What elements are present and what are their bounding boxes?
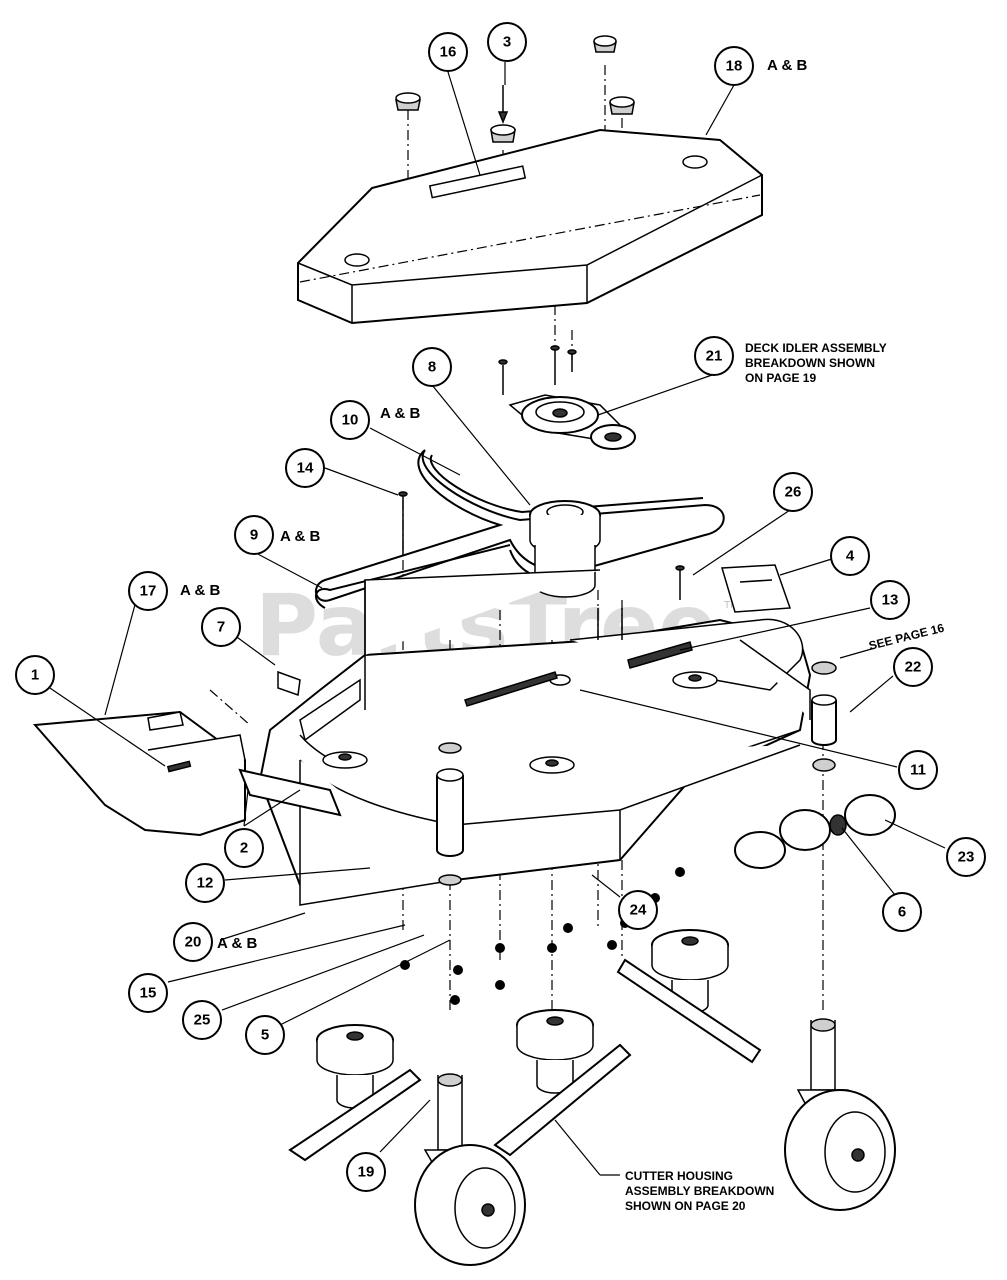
pivot-tubes (436, 661, 837, 886)
callout-18: 18 A & B (714, 46, 807, 86)
hardware-dots (400, 867, 685, 1005)
callout-5-label: 5 (261, 1027, 269, 1044)
callout-3-label: 3 (503, 34, 511, 51)
callout-17-suffix: A & B (180, 582, 220, 599)
bolts (398, 491, 685, 640)
callout-14: 14 (285, 448, 325, 488)
callout-20-label: 20 (185, 934, 202, 951)
callout-10: 10 A & B (330, 400, 420, 440)
callout-19-label: 19 (358, 1164, 375, 1181)
callout-1: 1 (15, 655, 55, 695)
bracket (277, 670, 301, 697)
callout-8: 8 (412, 347, 452, 387)
callout-3: 3 (487, 22, 527, 62)
callout-9-label: 9 (250, 527, 258, 544)
callout-24: 24 (618, 890, 658, 930)
callout-15-label: 15 (140, 985, 157, 1002)
callout-2: 2 (224, 828, 264, 868)
note-cutter-housing-line-2: ASSEMBLY BREAKDOWN (625, 1184, 774, 1198)
note-deck-idler: DECK IDLER ASSEMBLY BREAKDOWN SHOWN ON P… (745, 341, 887, 385)
callout-26: 26 (773, 472, 813, 512)
callout-19: 19 (346, 1152, 386, 1192)
callout-12: 12 (185, 863, 225, 903)
caster-wheel-left (414, 1073, 526, 1266)
note-cutter-housing-line-3: SHOWN ON PAGE 20 (625, 1199, 746, 1213)
callout-17-label: 17 (140, 583, 157, 600)
callout-16: 16 (428, 32, 468, 72)
callout-2-label: 2 (240, 840, 248, 857)
callout-9: 9 A & B (234, 515, 320, 555)
callout-21-label: 21 (706, 348, 723, 365)
discharge-chute (32, 710, 246, 837)
note-deck-idler-line-1: DECK IDLER ASSEMBLY (745, 341, 887, 355)
callout-21: 21 (694, 336, 734, 376)
decal (721, 564, 792, 613)
callout-10-suffix: A & B (380, 405, 420, 422)
callout-6-label: 6 (898, 904, 906, 921)
caster-wheel-right (784, 1018, 896, 1211)
callout-4-label: 4 (846, 548, 855, 565)
deck-idler-assembly (498, 345, 636, 450)
callout-25-label: 25 (194, 1012, 211, 1029)
callout-16-label: 16 (440, 44, 457, 61)
callout-7: 7 (201, 607, 241, 647)
callout-11: 11 (898, 750, 938, 790)
callout-7-label: 7 (217, 619, 225, 636)
callout-22: 22 (893, 647, 933, 687)
callout-12-label: 12 (197, 875, 214, 892)
callout-22-label: 22 (905, 659, 922, 676)
callout-25: 25 (182, 1000, 222, 1040)
callout-20: 20 A & B (173, 922, 257, 962)
callout-10-label: 10 (342, 412, 359, 429)
callout-15: 15 (128, 973, 168, 1013)
callout-13: 13 (870, 580, 910, 620)
callout-23: 23 (946, 837, 986, 877)
callout-11-label: 11 (910, 762, 926, 779)
watermark-tm: TM (723, 600, 739, 611)
callout-1-label: 1 (31, 667, 39, 684)
note-deck-idler-line-2: BREAKDOWN SHOWN (745, 356, 875, 370)
callout-26-label: 26 (785, 484, 802, 501)
callout-9-suffix: A & B (280, 528, 320, 545)
note-cutter-housing: CUTTER HOUSING ASSEMBLY BREAKDOWN SHOWN … (625, 1169, 774, 1213)
callout-8-label: 8 (428, 359, 436, 376)
callout-13-label: 13 (882, 592, 899, 609)
cover-knobs (395, 35, 635, 143)
callout-6: 6 (882, 892, 922, 932)
note-cutter-housing-line-1: CUTTER HOUSING (625, 1169, 733, 1183)
tension-springs (464, 641, 693, 707)
cutter-housing-left (288, 1024, 422, 1162)
callout-18-suffix: A & B (767, 57, 807, 74)
deck-cover (297, 128, 763, 325)
cutter-housing-center (493, 1009, 632, 1157)
leader-lines (43, 62, 946, 1176)
callout-17: 17 A & B (128, 571, 220, 611)
deck-shell (258, 569, 812, 906)
hanger-bracket (238, 678, 361, 817)
roller-assembly (734, 794, 896, 869)
callout-14-label: 14 (297, 460, 314, 477)
callout-20-suffix: A & B (217, 935, 257, 952)
callout-24-label: 24 (630, 902, 647, 919)
callout-4: 4 (830, 536, 870, 576)
note-deck-idler-line-3: ON PAGE 19 (745, 371, 816, 385)
callout-18-label: 18 (726, 58, 743, 75)
callout-5: 5 (245, 1015, 285, 1055)
cutter-housing-right (616, 929, 762, 1064)
callout-23-label: 23 (958, 849, 975, 866)
